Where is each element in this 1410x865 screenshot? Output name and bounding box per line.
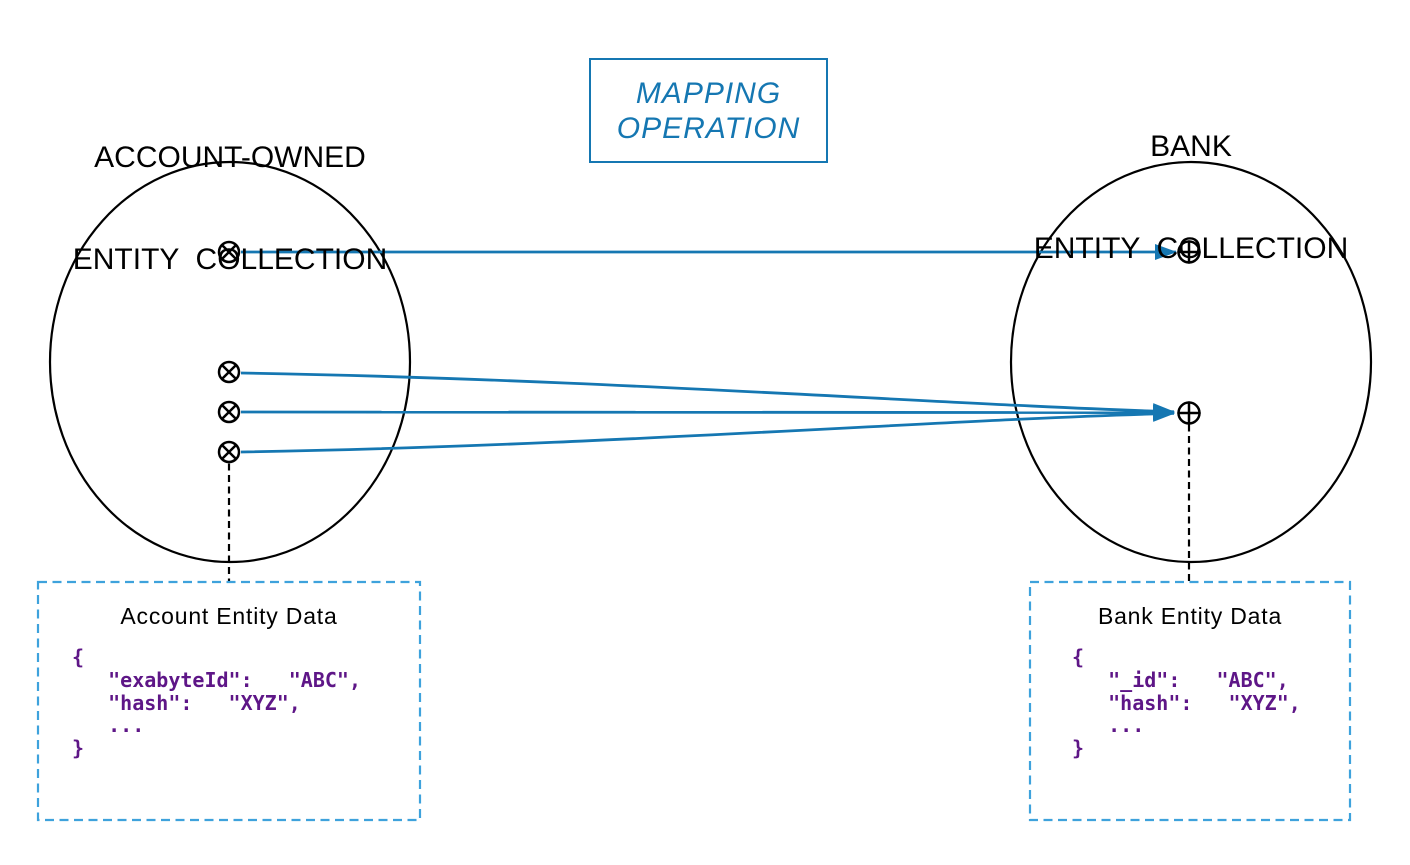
circle-plus-icon: [1177, 240, 1201, 264]
circle-plus-icon: [1177, 401, 1201, 425]
circle-x-icon: [217, 440, 241, 464]
bank-collection-ellipse: [1009, 160, 1373, 564]
mapping-operation-box: MAPPING OPERATION: [589, 58, 828, 163]
account-owned-collection-title-line2: ENTITY COLLECTION: [72, 243, 388, 276]
account-entity-data-title: Account Entity Data: [120, 603, 338, 629]
bank-collection-title: BANK ENTITY COLLECTION: [991, 62, 1391, 334]
bank-entity-data-panel-border: [1028, 580, 1352, 822]
account-entity-data-code: { "exabyteId": "ABC", "hash": "XYZ", ...…: [72, 645, 361, 761]
account-owned-collection-title-line1: ACCOUNT-OWNED: [94, 141, 366, 174]
account-owned-collection-title: ACCOUNT-OWNED ENTITY COLLECTION: [30, 73, 430, 345]
bank-entity-data-title: Bank Entity Data: [1097, 603, 1283, 629]
mapping-arrow-2: [240, 371, 1175, 420]
bank-collection-title-line2: ENTITY COLLECTION: [1033, 232, 1349, 265]
circle-x-icon: [217, 240, 241, 264]
bank-entity-data-code: { "_id": "ABC", "hash": "XYZ", ... }: [1072, 645, 1301, 761]
account-entity-data-panel-border: [36, 580, 422, 822]
mapping-operation-label-line1: MAPPING: [635, 76, 782, 110]
circle-x-icon: [217, 400, 241, 424]
mapping-operation-label-line2: OPERATION: [616, 111, 801, 145]
bank-collection-title-line1: BANK: [1150, 130, 1232, 163]
mapping-arrow-4: [240, 405, 1175, 454]
mapping-arrow-3: [240, 404, 1175, 421]
circle-x-icon: [217, 360, 241, 384]
